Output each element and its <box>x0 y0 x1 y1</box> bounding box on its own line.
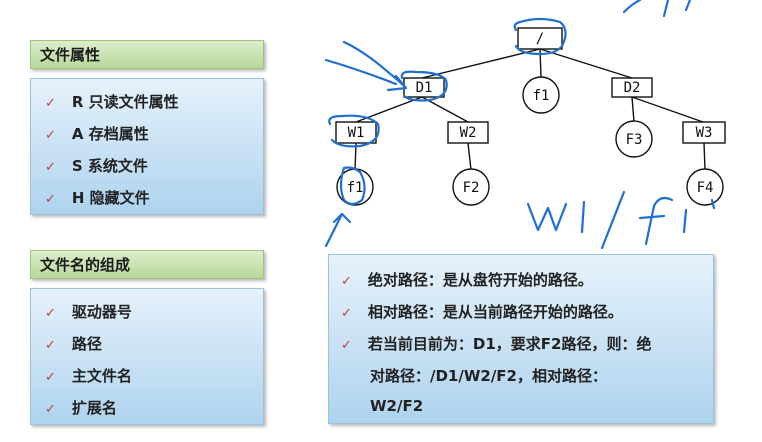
tree-node-d2: D2 <box>611 77 653 98</box>
info-line-absolute: ✓绝对路径：是从盘符开始的路径。 <box>341 271 593 289</box>
checkmark-icon: ✓ <box>45 96 56 111</box>
svg-text:D2: D2 <box>624 80 641 96</box>
checkmark-icon: ✓ <box>45 128 56 143</box>
path-info-panel: ✓绝对路径：是从盘符开始的路径。 ✓相对路径：是从当前路径开始的路径。 ✓若当前… <box>328 254 714 424</box>
filename-item-ext: ✓扩展名 <box>45 399 117 417</box>
checkmark-icon: ✓ <box>45 306 56 321</box>
tree-node-root: / <box>517 27 563 50</box>
svg-text:F2: F2 <box>463 180 480 196</box>
tree-node-f1-top: f1 <box>522 76 560 114</box>
tree-node-f3: F3 <box>615 120 653 158</box>
checkmark-icon: ✓ <box>45 370 56 385</box>
filename-item-path: ✓路径 <box>45 335 102 353</box>
svg-text:W1: W1 <box>348 125 365 141</box>
filename-panel: ✓驱动器号 ✓路径 ✓主文件名 ✓扩展名 <box>30 288 264 425</box>
checkmark-icon: ✓ <box>341 274 352 289</box>
tree-node-f2: F2 <box>452 168 490 206</box>
attributes-title: 文件属性 <box>40 46 101 64</box>
svg-text:D1: D1 <box>416 80 433 96</box>
filename-title: 文件名的组成 <box>40 256 131 274</box>
checkmark-icon: ✓ <box>45 402 56 417</box>
filename-item-drive: ✓驱动器号 <box>45 303 132 321</box>
filename-header: 文件名的组成 <box>30 250 264 279</box>
info-line-example-end: W2/F2 <box>370 397 424 415</box>
attribute-item-r: ✓R 只读文件属性 <box>45 93 179 111</box>
tree-node-f4: F4 <box>686 168 724 206</box>
tree-node-w3: W3 <box>682 121 726 144</box>
filename-item-main: ✓主文件名 <box>45 367 132 385</box>
info-line-example: ✓若当前目前为：D1，要求F2路径，则：绝 <box>341 335 652 353</box>
info-line-example-cont: 对路径：/D1/W2/F2，相对路径： <box>370 367 607 385</box>
attribute-item-s: ✓S 系统文件 <box>45 157 148 175</box>
svg-text:F3: F3 <box>626 132 643 148</box>
svg-text:f1: f1 <box>533 88 550 104</box>
attributes-header: 文件属性 <box>30 40 264 69</box>
checkmark-icon: ✓ <box>45 192 56 207</box>
checkmark-icon: ✓ <box>341 306 352 321</box>
attribute-item-a: ✓A 存档属性 <box>45 125 149 143</box>
tree-node-d1: D1 <box>403 77 445 98</box>
tree-node-w2: W2 <box>447 121 489 144</box>
checkmark-icon: ✓ <box>341 338 352 353</box>
handwritten-annotations <box>324 0 716 250</box>
tree-node-w1: W1 <box>335 121 377 144</box>
svg-text:f1: f1 <box>347 180 364 196</box>
svg-text:W3: W3 <box>696 125 713 141</box>
svg-text:W2: W2 <box>460 125 477 141</box>
svg-text:/: / <box>536 31 544 47</box>
info-line-relative: ✓相对路径：是从当前路径开始的路径。 <box>341 303 623 321</box>
svg-text:F4: F4 <box>697 180 714 196</box>
checkmark-icon: ✓ <box>45 160 56 175</box>
attribute-item-h: ✓H 隐藏文件 <box>45 189 150 207</box>
checkmark-icon: ✓ <box>45 338 56 353</box>
attributes-panel: ✓R 只读文件属性 ✓A 存档属性 ✓S 系统文件 ✓H 隐藏文件 <box>30 78 264 215</box>
